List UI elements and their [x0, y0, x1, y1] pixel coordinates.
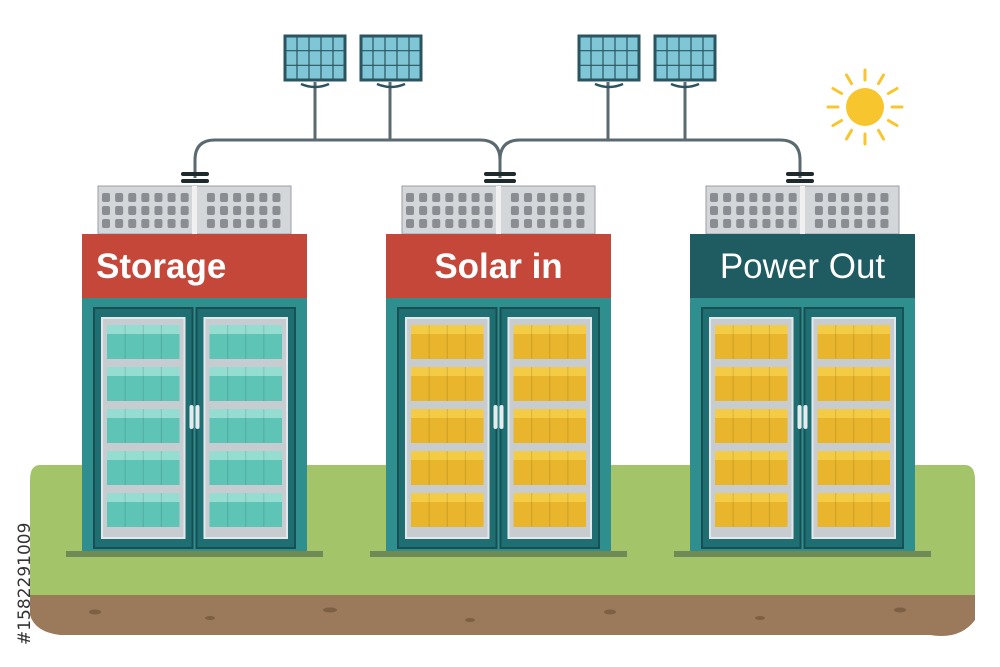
cabinet-header [82, 234, 307, 298]
right-door[interactable] [499, 307, 600, 549]
door-handle[interactable] [189, 405, 194, 429]
roof-vent-unit [705, 185, 900, 235]
cabinet-power-out: Power Out [674, 185, 931, 557]
sun-ray [886, 87, 899, 95]
cabinet-header [386, 234, 611, 298]
solar-panels [283, 34, 717, 89]
sun-ray [845, 73, 853, 86]
roof-vent-unit [97, 185, 292, 235]
solar-panel-icon [359, 34, 423, 89]
soil-pebbles [89, 607, 906, 622]
sun-ray [886, 119, 899, 127]
sun-ray [831, 119, 844, 127]
cabinet-label: Storage [96, 247, 226, 286]
connector-icon [181, 172, 209, 183]
sun-ray [877, 128, 885, 141]
cabinet-label: Power Out [720, 247, 886, 286]
cable-right [498, 138, 802, 178]
cables [193, 82, 802, 178]
right-door[interactable] [195, 307, 296, 549]
cable-left [193, 138, 502, 178]
cabinet-label: Solar in [434, 247, 562, 286]
stock-id-text: #1582291009 [15, 523, 35, 645]
sun-disc [846, 88, 884, 126]
cabinet-header [690, 234, 915, 298]
cabinet-solar-in: Solar in [370, 185, 627, 557]
solar-panel-icon [653, 34, 717, 89]
sun-ray [877, 73, 885, 86]
cabinet-storage: Storage [66, 185, 323, 557]
solar-panel-icon [283, 34, 347, 89]
connector-icon [786, 172, 814, 183]
sun-icon [826, 68, 904, 146]
roof-vent-unit [401, 185, 596, 235]
left-door[interactable] [701, 307, 802, 549]
left-door[interactable] [397, 307, 498, 549]
sun-ray [831, 87, 844, 95]
sun-ray [845, 128, 853, 141]
left-door[interactable] [93, 307, 194, 549]
door-handle[interactable] [195, 405, 200, 429]
solar-panel-icon [577, 34, 641, 89]
stock-id-watermark: #1582291009 [15, 523, 35, 645]
door-handle[interactable] [797, 405, 802, 429]
door-handle[interactable] [499, 405, 504, 429]
cabinets: Storage Solar in Power Out [66, 185, 931, 557]
soil-layer [30, 595, 975, 636]
door-handle[interactable] [493, 405, 498, 429]
right-door[interactable] [803, 307, 904, 549]
door-handle[interactable] [803, 405, 808, 429]
